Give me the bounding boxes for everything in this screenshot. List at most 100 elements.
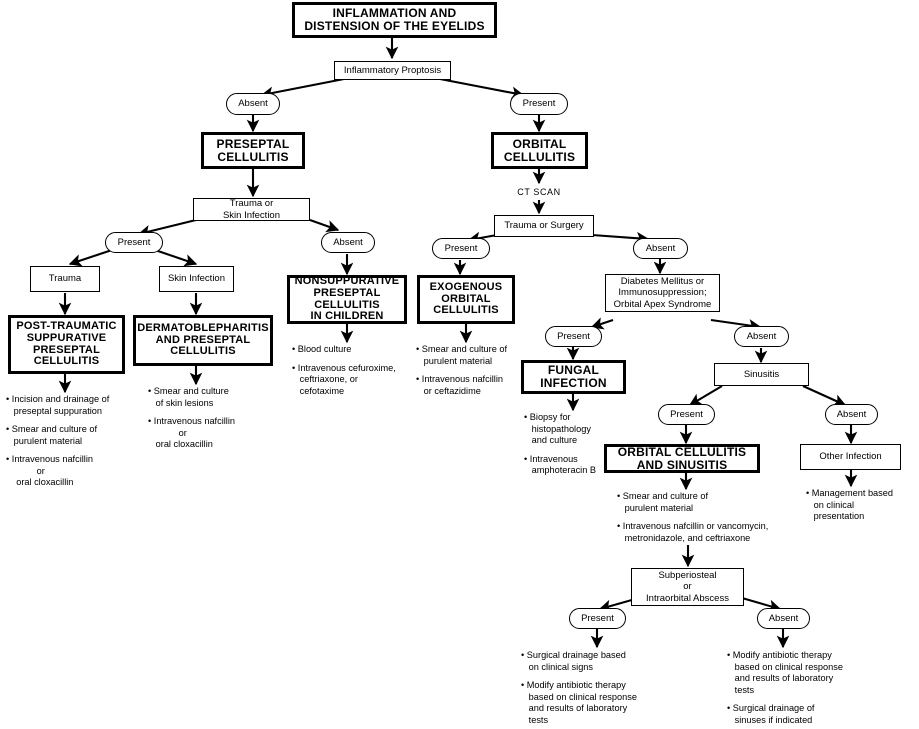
treatment-item: • Modify antibiotic therapy based on cli… [727, 650, 843, 695]
node-sinusitis[interactable]: Sinusitis [714, 363, 809, 386]
treatment-item: • Intravenous cefuroxime, ceftriaxone, o… [292, 362, 396, 396]
node-preseptal-cellulitis[interactable]: PRESEPTAL CELLULITIS [201, 132, 305, 169]
node-trauma[interactable]: Trauma [30, 266, 100, 292]
node-nonsuppurative-preseptal-cellulitis-in-children[interactable]: NONSUPPURATIVE PRESEPTAL CELLULITIS IN C… [287, 275, 407, 324]
treatment-list-abscess-absent: • Modify antibiotic therapy based on cli… [727, 650, 902, 726]
treatment-list-other-infection: • Management based on clinical presentat… [806, 488, 916, 523]
answer-label: Present [670, 408, 703, 420]
answer-diabetes-present[interactable]: Present [545, 326, 602, 347]
treatment-item: • Intravenous nafcillin or oral cloxacil… [148, 416, 235, 449]
answer-label: Absent [238, 98, 268, 110]
treatment-item: • Management based on clinical presentat… [806, 488, 893, 521]
treatment-list-post-traumatic: • Incision and drainage of preseptal sup… [6, 394, 131, 489]
treatment-item: • Intravenous nafcillin or oral cloxacil… [6, 454, 93, 487]
dx-line: CELLULITIS [503, 149, 576, 164]
answer-label: Present [117, 236, 151, 248]
treatment-item: • Incision and drainage of preseptal sup… [6, 394, 110, 416]
dx-line: SUPPURATIVE [26, 331, 107, 344]
dx-line: ORBITAL [441, 292, 491, 305]
q-line: Immunosuppression; [618, 287, 707, 299]
treatment-item: • Smear and culture of purulent material [6, 424, 98, 446]
answer-proptosis-present[interactable]: Present [510, 93, 568, 115]
node-orbital-cellulitis-and-sinusitis[interactable]: ORBITAL CELLULITIS AND SINUSITIS [604, 444, 760, 473]
dx-line: EXOGENOUS [429, 280, 503, 293]
node-dermatoblepharitis-and-preseptal-cellulitis[interactable]: DERMATOBLEPHARITIS AND PRESEPTAL CELLULI… [133, 315, 273, 366]
node-fungal-infection[interactable]: FUNGAL INFECTION [521, 360, 626, 394]
q-line: Skin Infection [222, 209, 281, 221]
node-exogenous-orbital-cellulitis[interactable]: EXOGENOUS ORBITAL CELLULITIS [417, 275, 515, 324]
node-trauma-or-skin-infection[interactable]: Trauma or Skin Infection [193, 198, 310, 221]
answer-proptosis-absent[interactable]: Absent [226, 93, 280, 115]
node-trauma-or-surgery[interactable]: Trauma or Surgery [494, 215, 594, 237]
dx-line: PRESEPTAL [33, 343, 100, 356]
q-line: or [683, 581, 692, 593]
q-line: Orbital Apex Syndrome [613, 298, 712, 310]
treatment-item: • Biopsy for histopathology and culture [524, 412, 591, 445]
treatment-list-nonsuppurative: • Blood culture • Intravenous cefuroxime… [292, 344, 410, 397]
answer-trauma-surgery-present[interactable]: Present [432, 238, 490, 259]
dx-line: CELLULITIS [314, 298, 380, 311]
answer-label: Present [522, 98, 556, 110]
node-diabetes-immunosuppression-orbital-apex[interactable]: Diabetes Mellitus or Immunosuppression; … [605, 274, 720, 312]
answer-label: Present [444, 242, 478, 254]
treatment-list-exogenous: • Smear and culture of purulent material… [416, 344, 538, 397]
dx-line: CELLULITIS [33, 355, 100, 368]
node-other-infection[interactable]: Other Infection [800, 444, 901, 470]
q-label: Trauma [48, 273, 82, 285]
treatment-list-abscess-present: • Surgical drainage based on clinical si… [521, 650, 686, 726]
root-line1: INFLAMMATION AND [332, 6, 457, 21]
answer-label: Present [557, 330, 590, 342]
q-line: Diabetes Mellitus or [620, 276, 705, 288]
root-line2: DISTENSION OF THE EYELIDS [304, 19, 485, 33]
dx-line: IN CHILDREN [310, 310, 384, 323]
node-root-inflammation[interactable]: INFLAMMATION AND DISTENSION OF THE EYELI… [292, 2, 497, 38]
node-subperiosteal-or-intraorbital-abscess[interactable]: Subperiosteal or Intraorbital Abscess [631, 568, 744, 606]
dx-line: ORBITAL CELLULITIS [617, 444, 747, 459]
answer-label: Present [581, 612, 614, 624]
dx-line: INFECTION [540, 376, 607, 390]
answer-label: Absent [768, 612, 799, 624]
treatment-item: • Blood culture [292, 344, 352, 354]
node-skin-infection[interactable]: Skin Infection [159, 266, 234, 292]
treatment-list-dermatoblepharitis: • Smear and culture of skin lesions • In… [148, 386, 268, 451]
dx-line: FUNGAL [547, 363, 600, 378]
node-inflammatory-proptosis[interactable]: Inflammatory Proptosis [334, 61, 451, 80]
treatment-item: • Smear and culture of purulent material [617, 491, 709, 513]
q-label: Sinusitis [743, 368, 780, 380]
q-line: Trauma or [229, 198, 274, 210]
q-line: Subperiosteal [658, 570, 717, 582]
treatment-item: • Smear and culture of purulent material [416, 344, 508, 366]
dx-line: NONSUPPURATIVE [294, 274, 400, 287]
ct-scan-label: CT SCAN [517, 186, 561, 197]
answer-label: Absent [746, 330, 777, 342]
q-label: Skin Infection [167, 273, 226, 285]
dx-line: POST-TRAUMATIC [16, 319, 117, 332]
answer-trauma-surgery-absent[interactable]: Absent [633, 238, 688, 259]
treatment-item: • Modify antibiotic therapy based on cli… [521, 680, 637, 725]
node-post-traumatic-suppurative-preseptal-cellulitis[interactable]: POST-TRAUMATIC SUPPURATIVE PRESEPTAL CEL… [8, 315, 125, 374]
inflammatory-proptosis-label: Inflammatory Proptosis [343, 64, 442, 76]
dx-line: AND SINUSITIS [636, 457, 728, 472]
answer-trauma-skin-present[interactable]: Present [105, 232, 163, 253]
q-label: Trauma or Surgery [504, 220, 584, 232]
answer-trauma-skin-absent[interactable]: Absent [321, 232, 375, 253]
answer-sinusitis-absent[interactable]: Absent [825, 404, 878, 425]
label-ct-scan: CT SCAN [509, 185, 569, 198]
answer-abscess-absent[interactable]: Absent [757, 608, 810, 629]
dx-line: PRESEPTAL [313, 286, 381, 299]
answer-abscess-present[interactable]: Present [569, 608, 626, 629]
answer-diabetes-absent[interactable]: Absent [734, 326, 789, 347]
dx-line: AND PRESEPTAL [155, 333, 251, 346]
treatment-list-orbital-sinusitis: • Smear and culture of purulent material… [617, 491, 847, 544]
q-line: Intraorbital Abscess [646, 592, 729, 604]
treatment-item: • Intravenous amphoteracin B [524, 453, 597, 476]
answer-sinusitis-present[interactable]: Present [658, 404, 715, 425]
answer-label: Absent [333, 236, 363, 248]
dx-line: CELLULITIS [170, 345, 236, 358]
treatment-list-fungal: • Biopsy for histopathology and culture … [524, 412, 634, 477]
treatment-item: • Surgical drainage based on clinical si… [521, 650, 626, 672]
treatment-item: • Surgical drainage of sinuses if indica… [727, 703, 815, 725]
node-orbital-cellulitis[interactable]: ORBITAL CELLULITIS [491, 132, 588, 169]
treatment-item: • Smear and culture of skin lesions [148, 386, 229, 408]
